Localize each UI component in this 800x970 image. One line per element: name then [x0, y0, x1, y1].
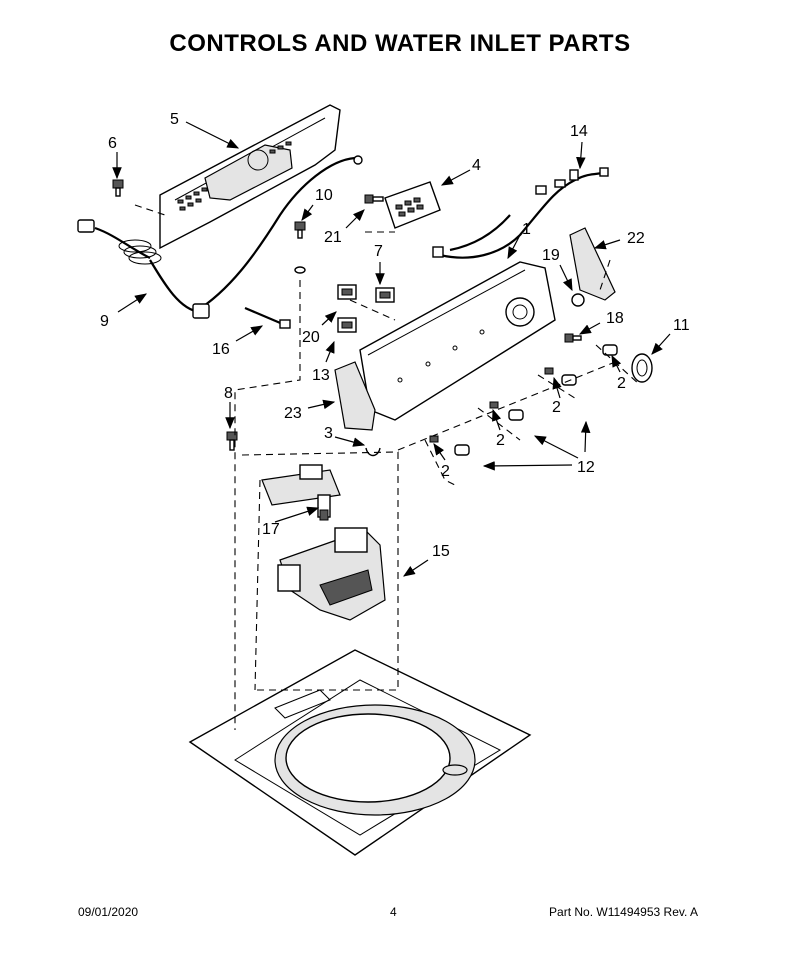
screw-part-10	[294, 221, 306, 274]
footer-page-number: 4	[390, 905, 397, 919]
rear-console-panel	[159, 104, 341, 250]
callout-2-c: 2	[496, 432, 505, 449]
callout-2-b: 2	[552, 399, 561, 416]
callout-17: 17	[262, 521, 280, 538]
callout-numbers: 5 6 10 4 14 21 7 1 19 22 9 16 20 13 18 1…	[100, 111, 690, 560]
callout-18: 18	[606, 310, 624, 327]
callout-5: 5	[170, 111, 179, 128]
page-title: CONTROLS AND WATER INLET PARTS	[169, 30, 631, 57]
water-inlet-valve	[261, 464, 341, 521]
clip-part-3	[365, 447, 381, 457]
footer-date: 09/01/2020	[78, 905, 139, 919]
callout-3: 3	[324, 425, 333, 442]
callout-4: 4	[472, 157, 481, 174]
callout-7: 7	[374, 243, 383, 260]
callout-22: 22	[627, 230, 645, 247]
top-cabinet	[188, 649, 532, 856]
callout-1: 1	[522, 221, 531, 238]
control-board	[384, 181, 441, 229]
right-end-cap	[569, 227, 616, 301]
callout-13: 13	[312, 367, 330, 384]
callout-23: 23	[284, 405, 302, 422]
leader-lines	[112, 121, 671, 577]
callout-6: 6	[108, 135, 117, 152]
assembly-lines	[134, 204, 641, 730]
screw-part-21	[364, 194, 384, 204]
callout-8: 8	[224, 385, 233, 402]
callout-2-a: 2	[617, 375, 626, 392]
footer-part-number: Part No. W11494953 Rev. A	[549, 905, 698, 919]
callout-11: 11	[673, 317, 690, 334]
light-cap	[571, 293, 585, 307]
callout-20: 20	[302, 329, 320, 346]
wire-harness	[432, 167, 609, 259]
callout-16: 16	[212, 341, 230, 358]
screw-part-8	[226, 431, 238, 451]
callout-19: 19	[542, 247, 560, 264]
main-console	[359, 261, 556, 421]
callout-21: 21	[324, 229, 342, 246]
cable-tie	[244, 306, 291, 329]
switches	[337, 284, 395, 333]
left-end-cap	[334, 361, 376, 431]
callout-14: 14	[570, 123, 588, 140]
dispenser-valve-assembly	[277, 527, 386, 621]
screw-part-18	[564, 333, 582, 343]
control-knob-large	[631, 353, 653, 383]
callout-10: 10	[315, 187, 333, 204]
power-cord	[77, 155, 363, 319]
screw-part-6	[112, 179, 124, 197]
callout-15: 15	[432, 543, 450, 560]
callout-9: 9	[100, 313, 109, 330]
callout-12: 12	[577, 459, 595, 476]
callout-2-d: 2	[441, 463, 450, 480]
